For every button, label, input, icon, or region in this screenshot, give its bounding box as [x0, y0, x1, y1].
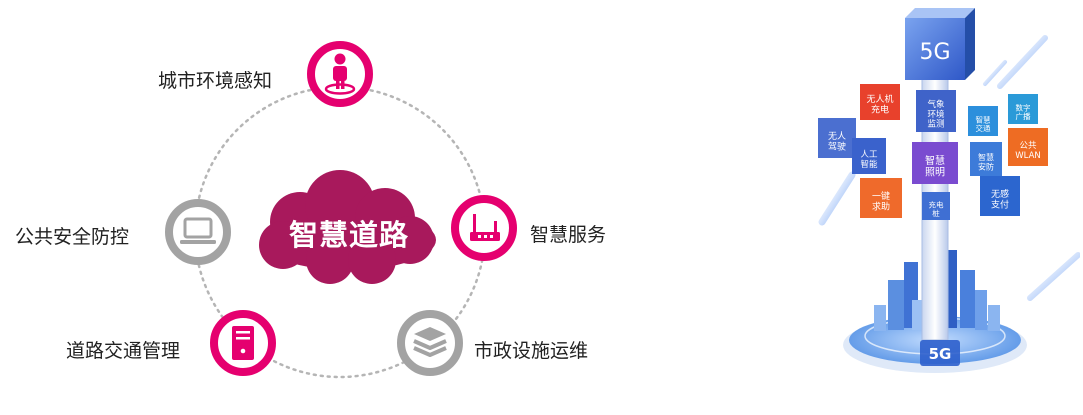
tile-6-text: 智慧照明 [925, 154, 945, 179]
node-city-environment [307, 41, 373, 107]
tile-2-text: 智慧交通 [976, 114, 991, 133]
tile-8 [1008, 128, 1048, 166]
node-municipal-maintenance [397, 310, 463, 376]
top-5g-cube [905, 8, 975, 80]
tile-5-text: 人工智能 [860, 150, 878, 170]
smart-road-diagram [165, 41, 517, 379]
tile-1-text: 气象环境监测 [927, 99, 945, 130]
tile-11-text: 无感支付 [991, 188, 1009, 210]
tile-5 [852, 138, 886, 174]
service-tiles: 无人机充电 气象环境监测 智慧交通 数字广播 无人驾驶 人工智能 智慧照明 智慧… [818, 84, 1048, 220]
tile-3 [1008, 94, 1038, 124]
tile-3-text: 数字广播 [1016, 102, 1032, 121]
tile-4 [818, 118, 856, 158]
base-badge [920, 340, 960, 366]
label-municipal-maintenance: 市政设施运维 [474, 340, 589, 362]
base-badge-label: 5G [929, 345, 952, 363]
5g-smart-pole-illustration: 5G 无人机充电 气象环境监测 智慧交通 数字广播 无人驾驶 人工智能 智慧照明… [818, 8, 1080, 373]
tile-10-text: 充电桩 [929, 199, 944, 218]
label-road-traffic: 道路交通管理 [66, 340, 181, 362]
center-label: 智慧道路 [288, 218, 409, 252]
tile-1 [916, 90, 956, 132]
label-smart-service: 智慧服务 [530, 224, 607, 246]
person-icon [324, 53, 356, 95]
server-icon [232, 326, 254, 360]
tile-7-text: 智慧安防 [978, 152, 994, 171]
layers-icon [413, 327, 447, 357]
node-public-security [165, 199, 231, 265]
tile-9 [860, 178, 902, 218]
tile-0 [860, 84, 900, 120]
tile-2 [968, 106, 998, 136]
router-icon [470, 214, 500, 241]
light-streaks [818, 35, 1080, 301]
cloud-shape [259, 170, 436, 284]
tile-6 [912, 142, 958, 184]
laptop-icon [180, 217, 216, 244]
tile-9-text: 一键求助 [872, 190, 890, 212]
top-cube-label: 5G [919, 40, 950, 65]
tile-11 [980, 176, 1020, 216]
tile-0-text: 无人机充电 [866, 93, 893, 115]
tile-7 [970, 142, 1002, 176]
node-road-traffic [210, 310, 276, 376]
tile-4-text: 无人驾驶 [828, 131, 846, 152]
label-public-security: 公共安全防控 [15, 226, 130, 248]
pole [921, 29, 949, 341]
node-smart-service [451, 195, 517, 261]
tile-10 [922, 192, 950, 220]
label-city-environment: 城市环境感知 [158, 70, 273, 92]
